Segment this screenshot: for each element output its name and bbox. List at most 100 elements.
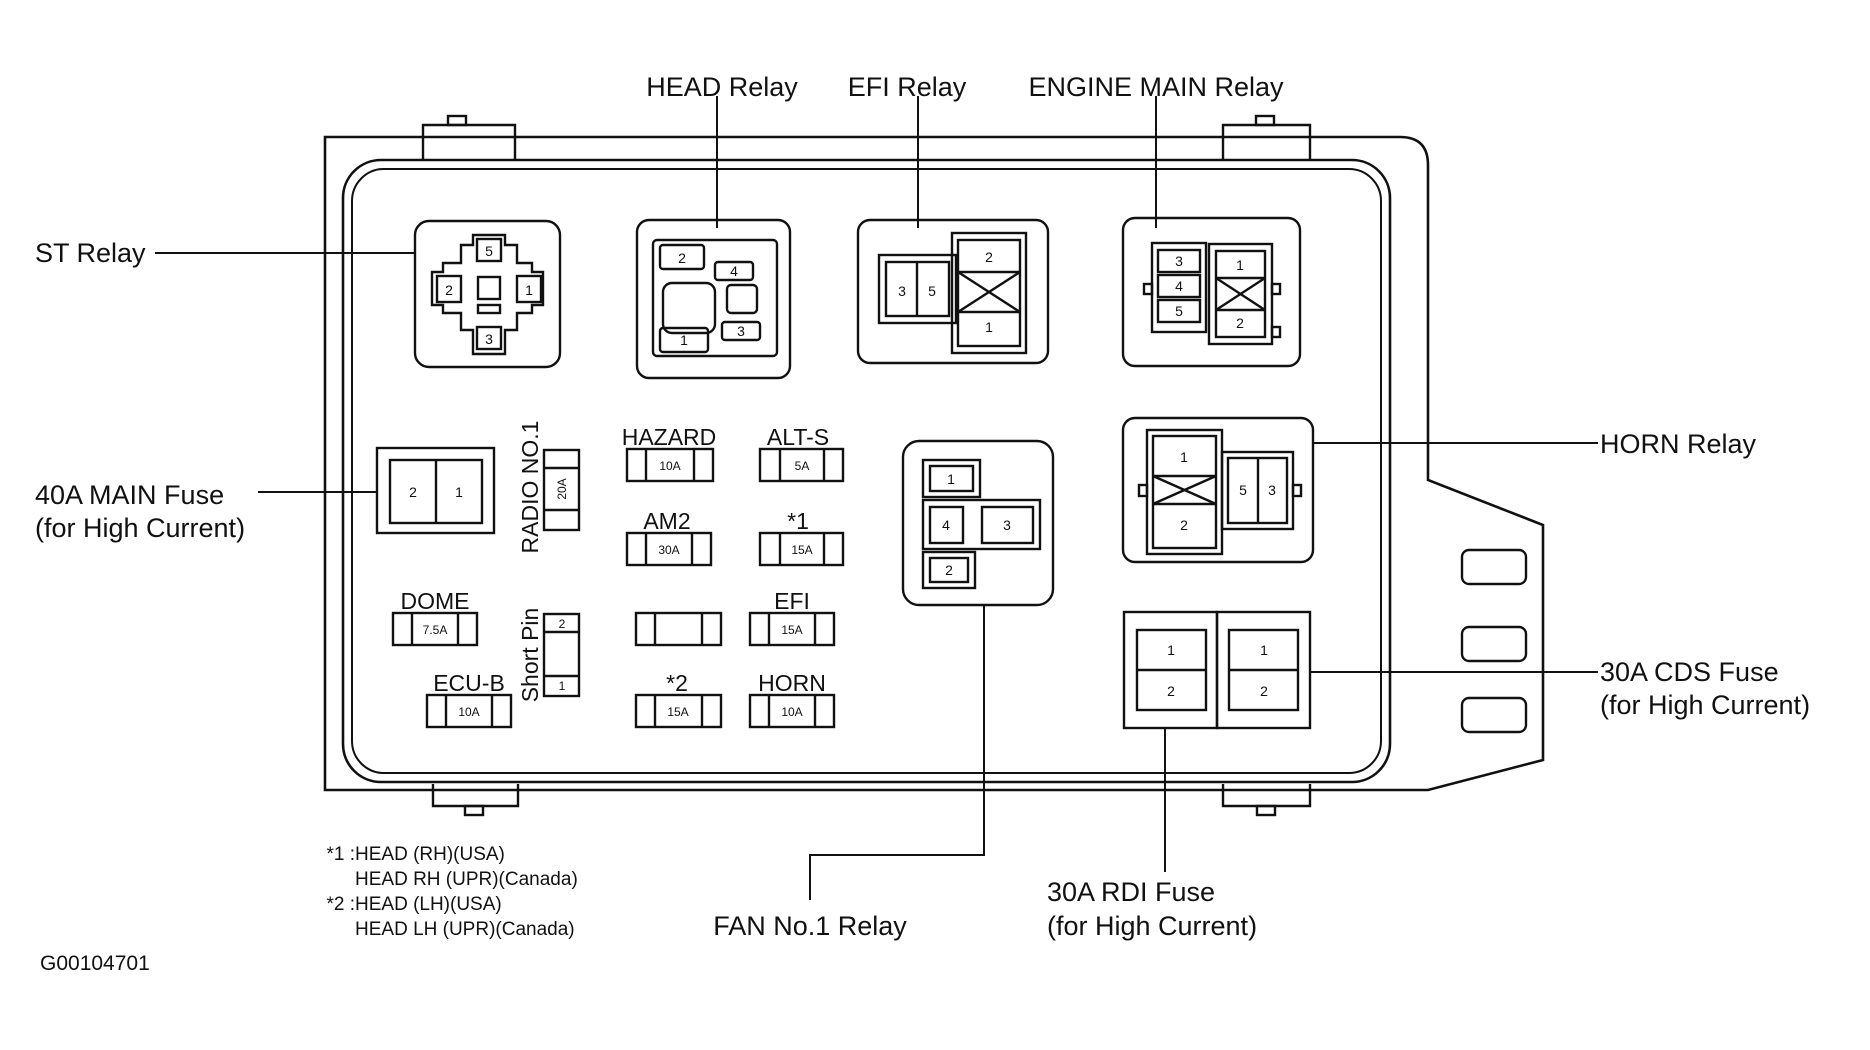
alt-s-rating: 5A — [795, 459, 810, 473]
engine-main-pin-label: 2 — [1236, 315, 1244, 331]
fan-pin-label: 3 — [1003, 517, 1011, 533]
star1-rating: 15A — [791, 543, 812, 557]
horn-rating: 10A — [781, 705, 802, 719]
engine-main-pin-label: 5 — [1175, 303, 1183, 319]
leader-lines — [155, 96, 1598, 900]
st-relay-label: ST Relay — [35, 238, 146, 268]
am2-rating: 30A — [658, 543, 679, 557]
main-fuse-pin-label: 2 — [409, 484, 417, 500]
efi-pin-label: 5 — [928, 283, 936, 299]
fuse-box-housing — [323, 114, 1545, 817]
star1-fuse: *1 15A — [758, 508, 845, 567]
short-pin: 2 1 Short Pin — [517, 608, 581, 703]
efi-pin-label: 2 — [985, 249, 993, 265]
radio-no1-label: RADIO NO.1 — [517, 421, 543, 554]
short-pin-pin-label: 1 — [559, 679, 566, 693]
callout-labels: HEAD Relay EFI Relay ENGINE MAIN Relay S… — [35, 72, 1810, 941]
fan-no1-relay: 1 4 3 2 — [901, 439, 1055, 607]
efi-label: EFI — [774, 588, 810, 614]
figure-code: G00104701 — [40, 952, 150, 975]
ecu-b-rating: 10A — [458, 705, 479, 719]
efi-pin-label: 1 — [985, 319, 993, 335]
dome-fuse: DOME 7.5A — [391, 588, 479, 647]
hazard-fuse: HAZARD 10A — [622, 424, 717, 483]
short-pin-label: Short Pin — [517, 608, 543, 703]
star2-label: *2 — [666, 670, 688, 696]
cds-fuse-30a: 1 2 — [1215, 610, 1312, 730]
fan-pin-label: 4 — [942, 517, 950, 533]
head-relay-label: HEAD Relay — [646, 72, 798, 102]
cds-fuse-label: 30A CDS Fuse — [1600, 657, 1779, 687]
note-2-line2: HEAD LH (UPR)(Canada) — [355, 919, 575, 940]
fan-relay-label: FAN No.1 Relay — [713, 911, 907, 941]
note-1-line1: HEAD (RH)(USA) — [355, 844, 505, 865]
am2-fuse: AM2 30A — [625, 508, 713, 567]
note-2-line1: HEAD (LH)(USA) — [355, 894, 502, 915]
horn-relay-label: HORN Relay — [1600, 429, 1757, 459]
hazard-label: HAZARD — [622, 424, 717, 450]
hazard-rating: 10A — [659, 459, 680, 473]
note-1-key: *1 : — [326, 844, 355, 865]
head-pin-label: 4 — [730, 263, 738, 279]
rdi-fuse-label: 30A RDI Fuse — [1047, 877, 1215, 907]
efi-pin-label: 3 — [898, 283, 906, 299]
ecu-b-label: ECU-B — [433, 670, 505, 696]
horn-pin-label: 1 — [1180, 449, 1188, 465]
star2-fuse: *2 15A — [634, 670, 723, 729]
dome-label: DOME — [401, 588, 470, 614]
dome-rating: 7.5A — [423, 623, 448, 637]
main-fuse-sublabel: (for High Current) — [35, 513, 245, 543]
spare-fuse — [634, 611, 723, 647]
radio-no1-rating: 20A — [555, 478, 569, 499]
horn-pin-label: 2 — [1180, 517, 1188, 533]
star1-label: *1 — [787, 508, 809, 534]
efi-fuse: EFI 15A — [748, 588, 836, 647]
fan-pin-label: 1 — [947, 471, 955, 487]
horn-pin-label: 5 — [1239, 482, 1247, 498]
engine-main-pin-label: 3 — [1175, 253, 1183, 269]
head-pin-label: 1 — [680, 332, 688, 348]
st-relay: 5 2 1 3 — [413, 219, 562, 369]
ecu-b-fuse: ECU-B 10A — [425, 670, 513, 729]
cds-pin-label: 2 — [1260, 683, 1268, 699]
rdi-fuse-30a: 1 2 — [1122, 610, 1219, 730]
footnotes: *1 : HEAD (RH)(USA) HEAD RH (UPR)(Canada… — [40, 844, 578, 975]
engine-main-relay-label: ENGINE MAIN Relay — [1028, 72, 1284, 102]
note-2-key: *2 : — [326, 894, 355, 915]
head-relay: 2 4 1 3 — [635, 218, 792, 380]
rdi-fuse-sublabel: (for High Current) — [1047, 911, 1257, 941]
short-pin-pin-label: 2 — [559, 617, 566, 631]
note-1-line2: HEAD RH (UPR)(Canada) — [355, 869, 578, 890]
horn-fuse: HORN 10A — [748, 670, 836, 729]
am2-label: AM2 — [643, 508, 690, 534]
engine-main-pin-label: 4 — [1175, 278, 1183, 294]
star2-rating: 15A — [667, 705, 688, 719]
rdi-pin-label: 1 — [1167, 642, 1175, 658]
st-pin-label: 3 — [485, 331, 493, 347]
alt-s-fuse: ALT-S 5A — [758, 424, 845, 483]
engine-main-pin-label: 1 — [1236, 257, 1244, 273]
rdi-pin-label: 2 — [1167, 683, 1175, 699]
efi-rating: 15A — [781, 623, 802, 637]
head-pin-label: 3 — [737, 323, 745, 339]
alt-s-label: ALT-S — [767, 424, 829, 450]
cds-fuse-sublabel: (for High Current) — [1600, 690, 1810, 720]
st-pin-label: 1 — [525, 282, 533, 298]
st-pin-label: 5 — [485, 243, 493, 259]
efi-relay: 3 5 2 1 — [856, 218, 1050, 365]
st-pin-label: 2 — [445, 282, 453, 298]
engine-main-relay: 3 4 5 1 2 — [1121, 216, 1302, 368]
main-fuse-40a: 2 1 — [375, 446, 496, 535]
main-fuse-pin-label: 1 — [455, 484, 463, 500]
horn-relay: 1 2 5 3 — [1121, 416, 1315, 564]
efi-relay-label: EFI Relay — [848, 72, 967, 102]
fan-pin-label: 2 — [945, 562, 953, 578]
horn-label: HORN — [758, 670, 826, 696]
cds-pin-label: 1 — [1260, 642, 1268, 658]
horn-pin-label: 3 — [1268, 482, 1276, 498]
radio-no1-fuse: 20A RADIO NO.1 — [517, 421, 581, 554]
main-fuse-label: 40A MAIN Fuse — [35, 480, 224, 510]
head-pin-label: 2 — [678, 250, 686, 266]
